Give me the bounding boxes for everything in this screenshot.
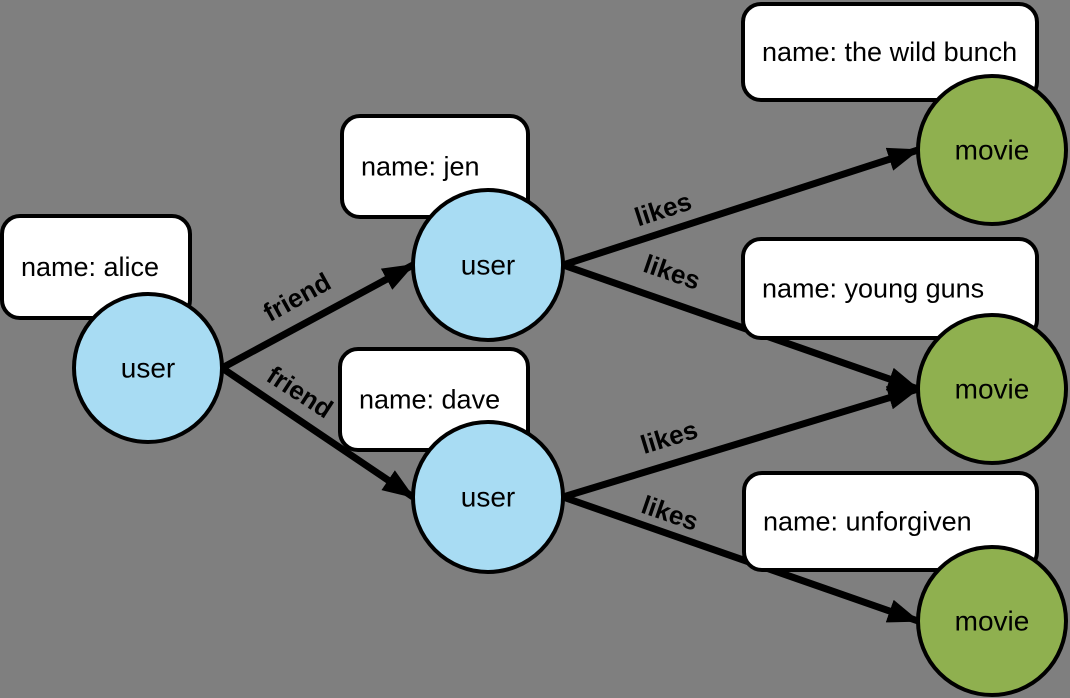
node-alice-circle bbox=[72, 292, 224, 444]
node-dave-circle bbox=[411, 420, 565, 574]
node-unforgiven-label: movie bbox=[955, 606, 1030, 637]
property-box-label-unforgiven: name: unforgiven bbox=[763, 507, 972, 537]
edge-dave-young-guns-arrow bbox=[561, 385, 920, 501]
property-box-label-alice: name: alice bbox=[21, 252, 159, 282]
node-alice-label: user bbox=[121, 353, 175, 384]
edge-label-alice-jen: friend bbox=[258, 266, 336, 327]
edge-alice-dave-arrow bbox=[220, 365, 415, 500]
node-jen-label: user bbox=[461, 250, 515, 281]
property-box-label-wild-bunch: name: the wild bunch bbox=[762, 37, 1017, 67]
node-wild-bunch-label: movie bbox=[955, 135, 1030, 166]
edge-dave-unforgiven-arrow bbox=[561, 493, 920, 625]
edge-label-dave-young-guns: likes bbox=[637, 414, 701, 460]
property-box-label-young-guns: name: young guns bbox=[762, 274, 984, 304]
edge-jen-young-guns-arrow bbox=[561, 261, 920, 393]
edge-jen-wild-bunch-arrow bbox=[561, 146, 920, 269]
property-box-label-dave: name: dave bbox=[359, 385, 500, 415]
edge-label-alice-dave: friend bbox=[262, 360, 339, 425]
node-young-guns-circle bbox=[916, 313, 1068, 465]
node-wild-bunch-circle bbox=[916, 74, 1068, 226]
property-box-unforgiven bbox=[742, 471, 1039, 572]
edge-alice-jen-arrow bbox=[220, 261, 415, 372]
node-young-guns-label: movie bbox=[955, 374, 1030, 405]
edge-label-jen-young-guns: likes bbox=[640, 248, 704, 295]
node-unforgiven-circle bbox=[916, 545, 1068, 697]
property-box-wild-bunch bbox=[741, 2, 1039, 102]
property-box-label-jen: name: jen bbox=[361, 152, 480, 182]
node-dave-label: user bbox=[461, 482, 515, 513]
node-jen-circle bbox=[411, 188, 565, 342]
property-box-young-guns bbox=[741, 237, 1039, 340]
